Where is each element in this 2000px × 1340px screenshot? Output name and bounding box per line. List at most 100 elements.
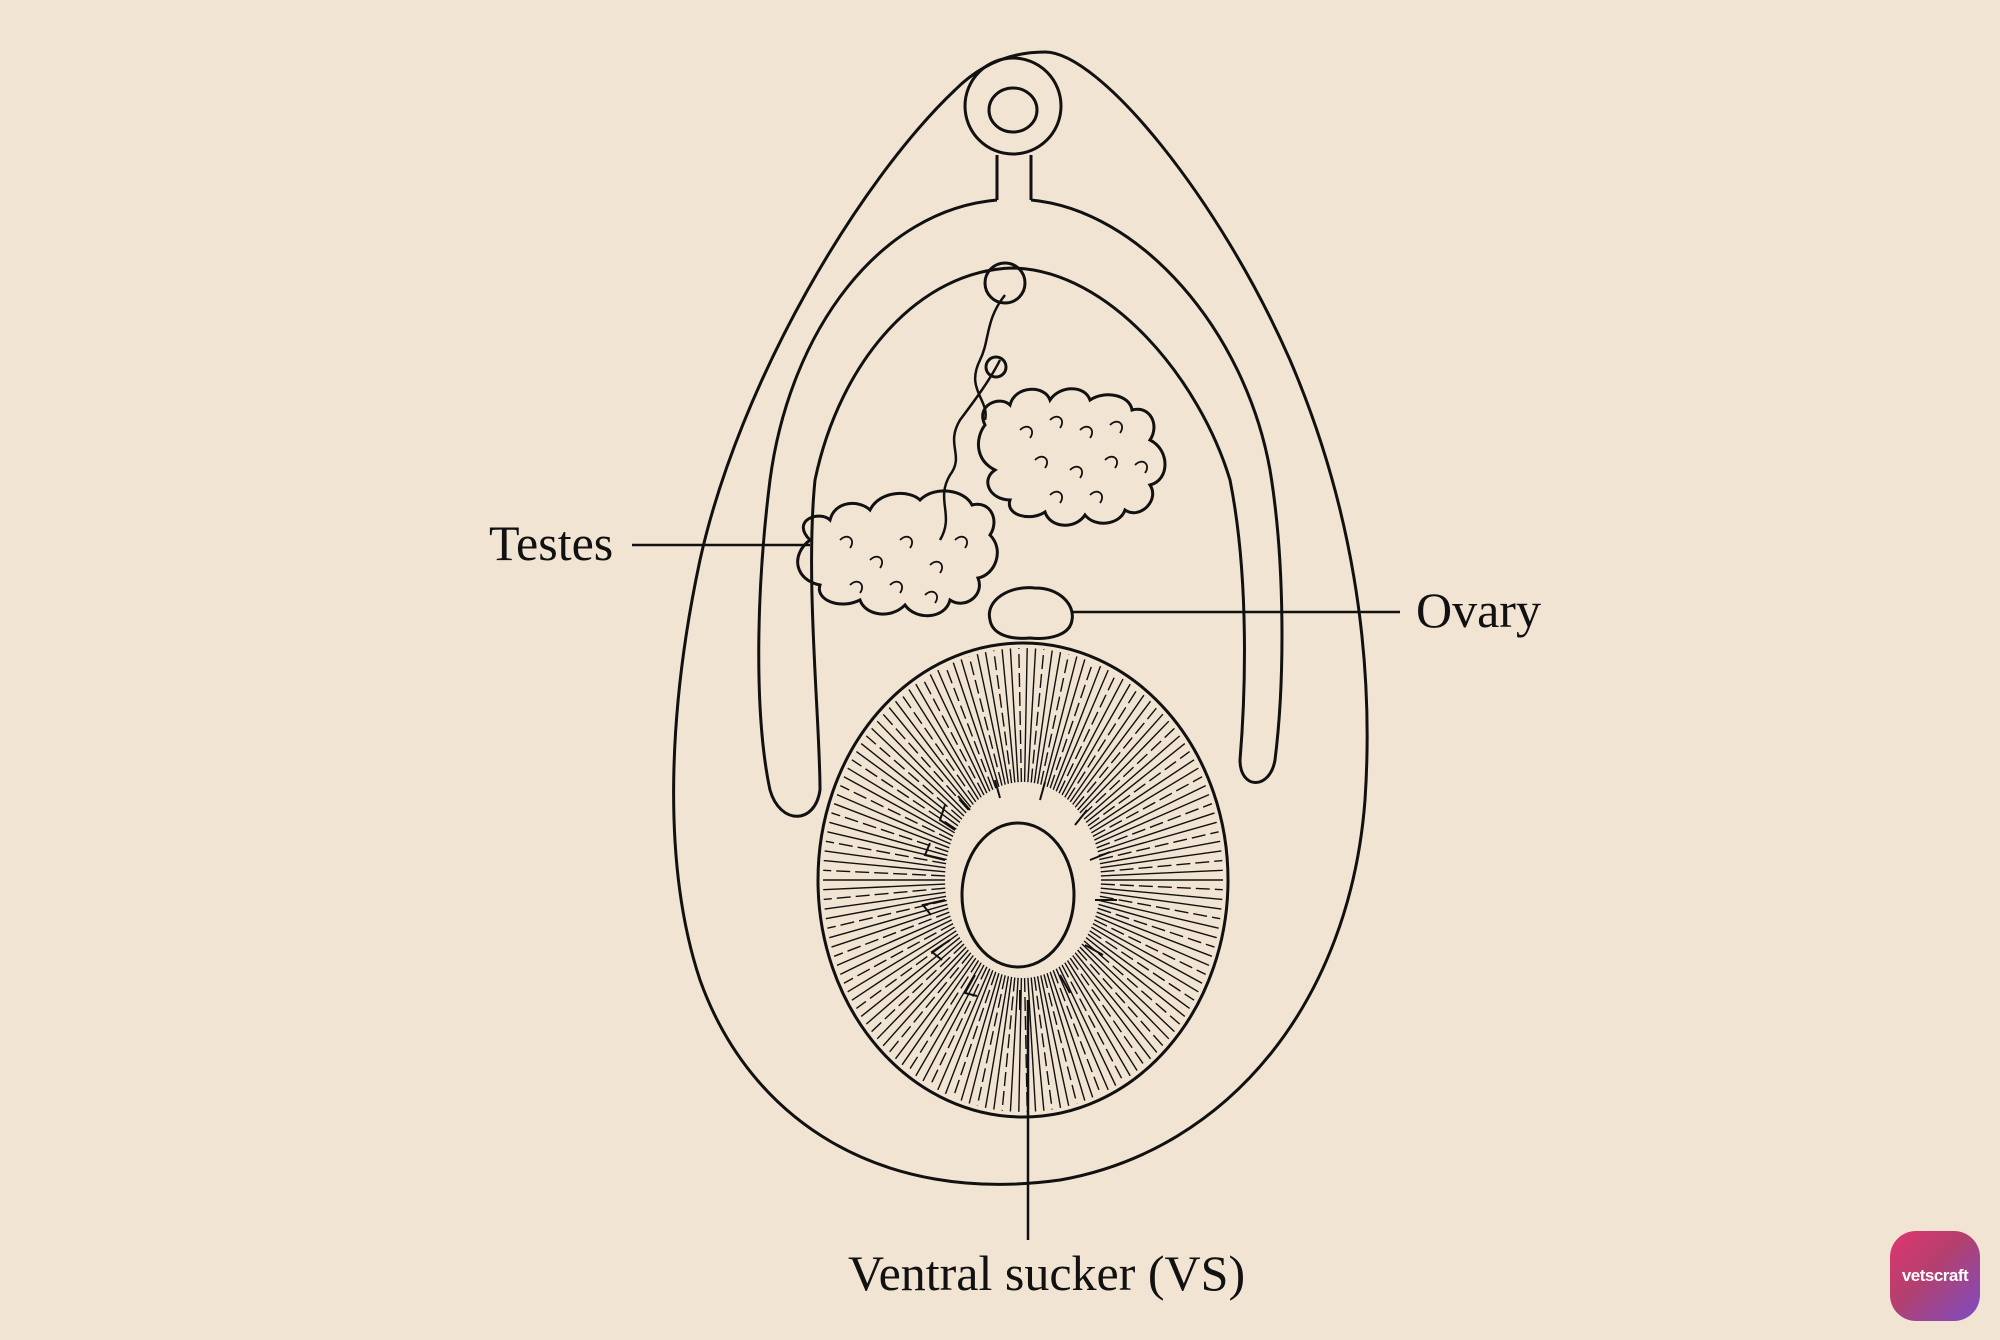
ventral-sucker-inner (960, 821, 1076, 969)
hatch-line (984, 651, 1010, 784)
hatch-line (1096, 803, 1213, 849)
hatch-line (1009, 648, 1019, 783)
hatch-line (1069, 957, 1145, 1066)
hatch-line (993, 650, 1013, 784)
hatch-line (922, 964, 985, 1082)
hatch-line (831, 907, 949, 948)
hatch-line (1061, 678, 1124, 796)
hatch-line (1046, 659, 1086, 787)
hatch-line (1077, 949, 1164, 1047)
hatch-line (839, 919, 953, 976)
hatch-line (1052, 970, 1102, 1095)
hatch-line (894, 955, 974, 1060)
hatch-line (833, 911, 950, 957)
hatch-line (1066, 960, 1138, 1071)
oesophagus (995, 155, 1033, 200)
hatch-line (901, 957, 977, 1066)
hatch-line (871, 943, 965, 1033)
hatch-line (1023, 648, 1028, 783)
hatch-line (843, 922, 954, 984)
hatch-line (823, 859, 946, 873)
hatch-line (1100, 891, 1222, 910)
hatch-line (952, 971, 997, 1098)
hatch-line (860, 937, 961, 1017)
hatch-line (836, 793, 951, 845)
uterus-tube (938, 294, 1006, 541)
hatch-line (851, 759, 957, 830)
hatch-line (937, 968, 991, 1091)
hatch-line (1030, 649, 1045, 783)
oral-sucker-outer (963, 56, 1063, 156)
hatch-line (1061, 964, 1124, 1082)
hatch-line (823, 887, 946, 901)
hatch-line (1089, 930, 1195, 1001)
hatch-line (1049, 662, 1094, 789)
hatch-line (968, 974, 1003, 1104)
hatch-line (1066, 689, 1138, 800)
hatch-line (847, 926, 955, 993)
hatch-line (901, 694, 977, 803)
hatch-line (1100, 887, 1223, 901)
hatch-line (1001, 649, 1016, 783)
hatch-line (1089, 759, 1195, 830)
hatch-line (1087, 751, 1191, 827)
hatch-line (922, 678, 985, 796)
hatch-line (1040, 975, 1070, 1107)
hatch-line (1100, 883, 1223, 891)
hatch-line (1058, 674, 1117, 794)
hatch-line (829, 821, 948, 857)
hatch-line (839, 784, 953, 841)
hatch-line (1100, 869, 1223, 877)
hatch-line (1081, 727, 1175, 817)
hatch-line (915, 962, 982, 1077)
hatch-line (855, 751, 959, 827)
hatch-line (1095, 915, 1210, 967)
hatch-line (836, 915, 951, 967)
hatch-line (976, 653, 1006, 785)
seminal-vesicle (983, 261, 1027, 305)
hatch-line (1098, 821, 1217, 857)
hatch-line (915, 683, 982, 798)
ventral-sucker-outer (816, 641, 1230, 1119)
hatch-line (1092, 776, 1203, 838)
hatch-line (908, 960, 980, 1071)
vetscraft-logo: vetscraft (1890, 1231, 1980, 1321)
hatch-line (1081, 943, 1175, 1033)
hatch-line (1072, 955, 1152, 1060)
hatch-line (1069, 694, 1145, 803)
hatch-line (1074, 952, 1158, 1053)
hatch-line (824, 891, 946, 910)
hatch-line (876, 720, 967, 814)
hatch-line (1049, 971, 1094, 1098)
ovary-label: Ovary (1416, 582, 1541, 638)
genital-pore (984, 355, 1008, 379)
hatch-line (1085, 937, 1186, 1017)
hatch-line (827, 831, 947, 861)
oral-sucker-inner (987, 86, 1039, 134)
hatch-line (825, 840, 947, 865)
testis-texture (839, 415, 1148, 604)
hatch-line (1040, 653, 1070, 785)
vetscraft-logo-text: vetscraft (1901, 1266, 1969, 1285)
hatch-line (1093, 919, 1207, 976)
hatch-line (960, 973, 1000, 1101)
hatch-line (827, 899, 947, 929)
hatch-line (1030, 977, 1045, 1111)
hatch-line (1079, 946, 1170, 1040)
hatch-line (1036, 651, 1062, 784)
hatch-line (829, 903, 948, 939)
hatch-line (1099, 895, 1221, 920)
hatch-line (1043, 974, 1078, 1104)
hatch-line (929, 966, 988, 1086)
hatch-line (1099, 899, 1219, 929)
hatch-line (1043, 656, 1078, 786)
hatch-line (833, 803, 950, 849)
ventral-sucker-label: Ventral sucker (VS) (848, 1245, 1245, 1301)
hatch-line (1083, 735, 1181, 820)
hatch-line (952, 662, 997, 789)
hatch-line (960, 659, 1000, 787)
hatch-line (1095, 793, 1210, 845)
hatch-line (1098, 903, 1217, 939)
hatch-line (1055, 968, 1109, 1091)
